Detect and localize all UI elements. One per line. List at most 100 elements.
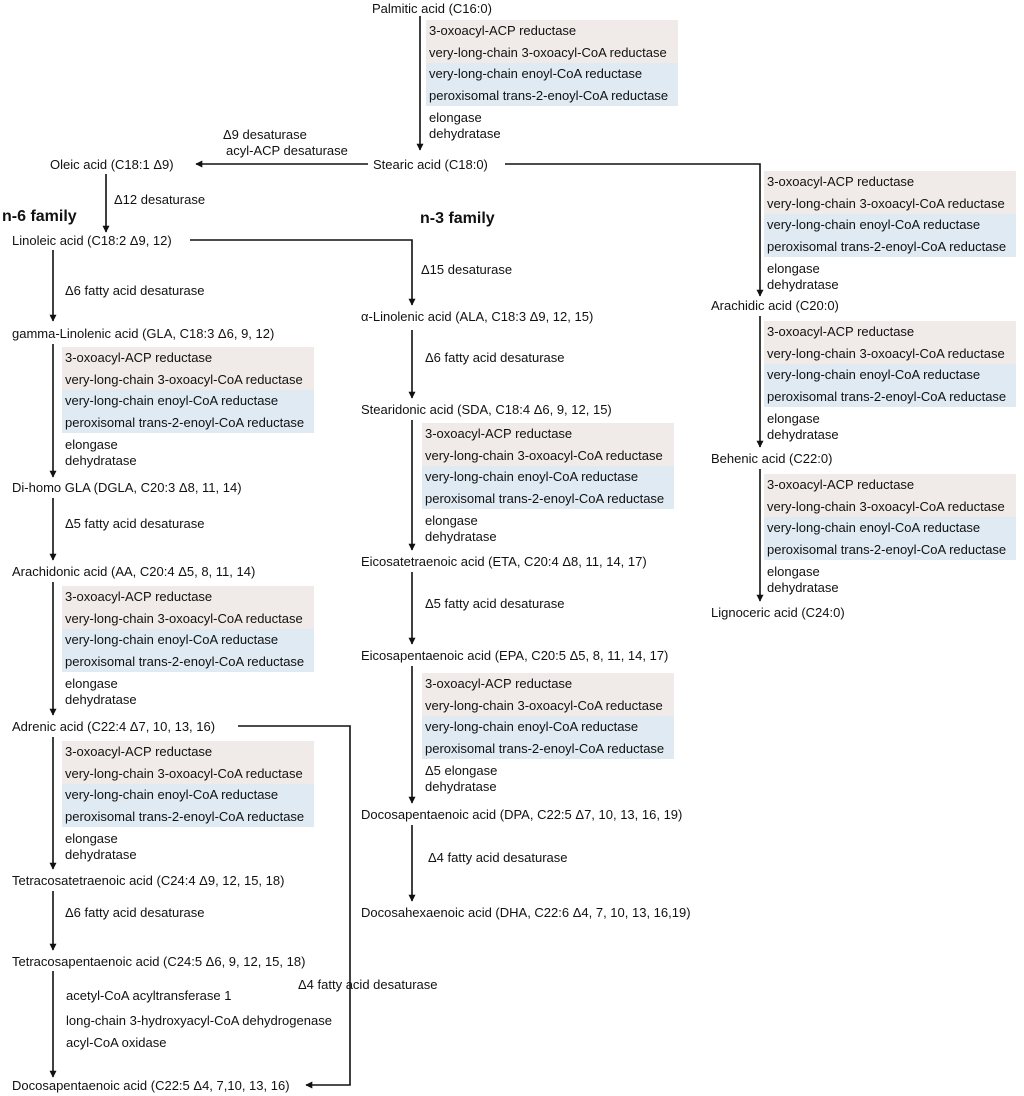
enzyme-3-oxoacyl-acp-reductase: 3-oxoacyl-ACP reductase — [422, 423, 674, 445]
arrow-adrenic-to-dpa — [238, 725, 351, 1089]
enzyme-vlc-enoyl-coa-reductase: very-long-chain enoyl-CoA reductase — [62, 784, 314, 806]
enzyme-dehydratase: dehydratase — [65, 692, 137, 707]
enzyme-vlc-3-oxoacyl-coa-reductase: very-long-chain 3-oxoacyl-CoA reductase — [62, 762, 314, 784]
node-docosahexaenoic-acid: Docosahexaenoic acid (DHA, C22:6 Δ4, 7, … — [361, 905, 691, 920]
node-stearidonic-acid: Stearidonic acid (SDA, C18:4 Δ6, 9, 12, … — [361, 402, 612, 417]
enzyme-elongase: elongase — [767, 564, 820, 579]
enzyme-3-oxoacyl-acp-reductase: 3-oxoacyl-ACP reductase — [422, 673, 674, 695]
enzyme-d5-desaturase-dgla: Δ5 fatty acid desaturase — [65, 516, 205, 531]
enzyme-dehydratase: dehydratase — [65, 453, 137, 468]
enzyme-peroxisomal-enoyl-coa-reductase: peroxisomal trans-2-enoyl-CoA reductase — [764, 385, 1016, 407]
enzyme-d6-desaturase-linoleic: Δ6 fatty acid desaturase — [65, 283, 205, 298]
enzyme-peroxisomal-enoyl-coa-reductase: peroxisomal trans-2-enoyl-CoA reductase — [422, 737, 674, 759]
enzyme-elongase: elongase — [65, 676, 118, 691]
elongation-enzymes-palmitic: 3-oxoacyl-ACP reductase very-long-chain … — [426, 20, 678, 142]
enzyme-peroxisomal-enoyl-coa-reductase: peroxisomal trans-2-enoyl-CoA reductase — [422, 487, 674, 509]
enzyme-d12-desaturase: Δ12 desaturase — [114, 192, 206, 207]
enzyme-peroxisomal-enoyl-coa-reductase: peroxisomal trans-2-enoyl-CoA reductase — [62, 650, 314, 672]
enzyme-3-oxoacyl-acp-reductase: 3-oxoacyl-ACP reductase — [62, 586, 314, 608]
enzyme-3-oxoacyl-acp-reductase: 3-oxoacyl-ACP reductase — [764, 171, 1016, 193]
enzyme-dehydratase: dehydratase — [767, 580, 839, 595]
enzyme-acyl-acp-desaturase: acyl-ACP desaturase — [226, 143, 348, 158]
enzyme-peroxisomal-enoyl-coa-reductase: peroxisomal trans-2-enoyl-CoA reductase — [426, 84, 678, 106]
arrow-linoleic-to-ala — [190, 239, 416, 306]
enzyme-peroxisomal-enoyl-coa-reductase: peroxisomal trans-2-enoyl-CoA reductase — [62, 411, 314, 433]
enzyme-vlc-3-oxoacyl-coa-reductase: very-long-chain 3-oxoacyl-CoA reductase — [62, 368, 314, 390]
enzyme-vlc-enoyl-coa-reductase: very-long-chain enoyl-CoA reductase — [62, 390, 314, 412]
enzyme-vlc-3-oxoacyl-coa-reductase: very-long-chain 3-oxoacyl-CoA reductase — [422, 444, 674, 466]
node-gla: gamma-Linolenic acid (GLA, C18:3 Δ6, 9, … — [12, 326, 275, 341]
elongation-enzymes-aa: 3-oxoacyl-ACP reductase very-long-chain … — [62, 586, 314, 708]
enzyme-vlc-enoyl-coa-reductase: very-long-chain enoyl-CoA reductase — [764, 364, 1016, 386]
enzyme-acetyl-coa-acyltransferase: acetyl-CoA acyltransferase 1 — [66, 988, 232, 1003]
enzyme-3-oxoacyl-acp-reductase: 3-oxoacyl-ACP reductase — [764, 474, 1016, 496]
node-dgla: Di-homo GLA (DGLA, C20:3 Δ8, 11, 14) — [12, 480, 242, 495]
enzyme-vlc-enoyl-coa-reductase: very-long-chain enoyl-CoA reductase — [422, 466, 674, 488]
enzyme-3-oxoacyl-acp-reductase: 3-oxoacyl-ACP reductase — [62, 741, 314, 763]
node-arachidonic-acid: Arachidonic acid (AA, C20:4 Δ5, 8, 11, 1… — [12, 564, 256, 579]
enzyme-3-oxoacyl-acp-reductase: 3-oxoacyl-ACP reductase — [62, 347, 314, 369]
enzyme-vlc-enoyl-coa-reductase: very-long-chain enoyl-CoA reductase — [764, 214, 1016, 236]
enzyme-dehydratase: dehydratase — [767, 427, 839, 442]
enzyme-d6-desaturase-ala: Δ6 fatty acid desaturase — [425, 350, 565, 365]
node-eicosatetraenoic-acid: Eicosatetraenoic acid (ETA, C20:4 Δ8, 11… — [361, 554, 647, 569]
enzyme-elongase: elongase — [65, 831, 118, 846]
heading-n6-family: n-6 family — [2, 208, 77, 225]
node-adrenic-acid: Adrenic acid (C22:4 Δ7, 10, 13, 16) — [12, 719, 216, 734]
node-eicosapentaenoic-acid: Eicosapentaenoic acid (EPA, C20:5 Δ5, 8,… — [361, 648, 669, 663]
enzyme-d4-desaturase-dpa: Δ4 fatty acid desaturase — [428, 850, 568, 865]
enzyme-3-oxoacyl-acp-reductase: 3-oxoacyl-ACP reductase — [764, 321, 1016, 343]
enzyme-dehydratase: dehydratase — [425, 529, 497, 544]
elongation-enzymes-gla: 3-oxoacyl-ACP reductase very-long-chain … — [62, 347, 314, 469]
elongation-enzymes-stearic: 3-oxoacyl-ACP reductase very-long-chain … — [764, 171, 1016, 293]
elongation-enzymes-adrenic: 3-oxoacyl-ACP reductase very-long-chain … — [62, 741, 314, 863]
enzyme-vlc-3-oxoacyl-coa-reductase: very-long-chain 3-oxoacyl-CoA reductase — [764, 192, 1016, 214]
enzyme-d4-desaturase-adrenic: Δ4 fatty acid desaturase — [298, 977, 438, 992]
enzyme-vlc-3-oxoacyl-coa-reductase: very-long-chain 3-oxoacyl-CoA reductase — [422, 694, 674, 716]
enzyme-3-oxoacyl-acp-reductase: 3-oxoacyl-ACP reductase — [426, 20, 678, 42]
node-tetracosapentaenoic-acid: Tetracosapentaenoic acid (C24:5 Δ6, 9, 1… — [12, 954, 306, 969]
node-stearic-acid: Stearic acid (C18:0) — [373, 157, 488, 172]
enzyme-vlc-enoyl-coa-reductase: very-long-chain enoyl-CoA reductase — [426, 63, 678, 85]
enzyme-peroxisomal-enoyl-coa-reductase: peroxisomal trans-2-enoyl-CoA reductase — [764, 538, 1016, 560]
enzyme-vlc-3-oxoacyl-coa-reductase: very-long-chain 3-oxoacyl-CoA reductase — [764, 495, 1016, 517]
enzyme-dehydratase: dehydratase — [65, 847, 137, 862]
node-tetracosatetraenoic-acid: Tetracosatetraenoic acid (C24:4 Δ9, 12, … — [12, 873, 285, 888]
enzyme-vlc-3-oxoacyl-coa-reductase: very-long-chain 3-oxoacyl-CoA reductase — [426, 41, 678, 63]
node-linoleic-acid: Linoleic acid (C18:2 Δ9, 12) — [12, 233, 172, 248]
enzyme-elongase: elongase — [767, 411, 820, 426]
enzyme-d15-desaturase: Δ15 desaturase — [421, 262, 513, 277]
enzyme-d5-elongase: Δ5 elongase — [425, 763, 498, 778]
enzyme-d9-desaturase: Δ9 desaturase — [223, 127, 307, 142]
enzyme-vlc-3-oxoacyl-coa-reductase: very-long-chain 3-oxoacyl-CoA reductase — [764, 342, 1016, 364]
enzyme-lc-hydroxyacyl-coa-dehydrogenase: long-chain 3-hydroxyacyl-CoA dehydrogena… — [66, 1013, 332, 1028]
elongation-enzymes-sda: 3-oxoacyl-ACP reductase very-long-chain … — [422, 423, 674, 545]
elongation-enzymes-arachidic: 3-oxoacyl-ACP reductase very-long-chain … — [764, 321, 1016, 443]
elongation-enzymes-behenic: 3-oxoacyl-ACP reductase very-long-chain … — [764, 474, 1016, 596]
node-oleic-acid: Oleic acid (C18:1 Δ9) — [50, 157, 174, 172]
node-arachidic-acid: Arachidic acid (C20:0) — [711, 298, 839, 313]
node-docosapentaenoic-acid-n3: Docosapentaenoic acid (DPA, C22:5 Δ7, 10… — [361, 807, 683, 822]
arrow-stearic-to-arachidic — [505, 163, 764, 297]
enzyme-vlc-enoyl-coa-reductase: very-long-chain enoyl-CoA reductase — [422, 716, 674, 738]
enzyme-vlc-enoyl-coa-reductase: very-long-chain enoyl-CoA reductase — [62, 629, 314, 651]
enzyme-dehydratase: dehydratase — [425, 779, 497, 794]
enzyme-d5-desaturase-eta: Δ5 fatty acid desaturase — [425, 596, 565, 611]
heading-n3-family: n-3 family — [420, 210, 495, 227]
enzyme-d6-desaturase-tetracosatetraenoic: Δ6 fatty acid desaturase — [65, 905, 205, 920]
enzyme-elongase: elongase — [65, 437, 118, 452]
node-palmitic-acid: Palmitic acid (C16:0) — [372, 1, 492, 16]
node-alpha-linolenic-acid: α-Linolenic acid (ALA, C18:3 Δ9, 12, 15) — [361, 309, 594, 324]
enzyme-vlc-3-oxoacyl-coa-reductase: very-long-chain 3-oxoacyl-CoA reductase — [62, 607, 314, 629]
node-lignoceric-acid: Lignoceric acid (C24:0) — [711, 605, 845, 620]
elongation-enzymes-epa: 3-oxoacyl-ACP reductase very-long-chain … — [422, 673, 674, 795]
enzyme-dehydratase: dehydratase — [767, 277, 839, 292]
enzyme-vlc-enoyl-coa-reductase: very-long-chain enoyl-CoA reductase — [764, 517, 1016, 539]
enzyme-elongase: elongase — [425, 513, 478, 528]
enzyme-peroxisomal-enoyl-coa-reductase: peroxisomal trans-2-enoyl-CoA reductase — [764, 235, 1016, 257]
enzyme-elongase: elongase — [767, 261, 820, 276]
node-docosapentaenoic-acid-n6: Docosapentaenoic acid (C22:5 Δ4, 7,10, 1… — [12, 1078, 290, 1093]
node-behenic-acid: Behenic acid (C22:0) — [711, 451, 833, 466]
